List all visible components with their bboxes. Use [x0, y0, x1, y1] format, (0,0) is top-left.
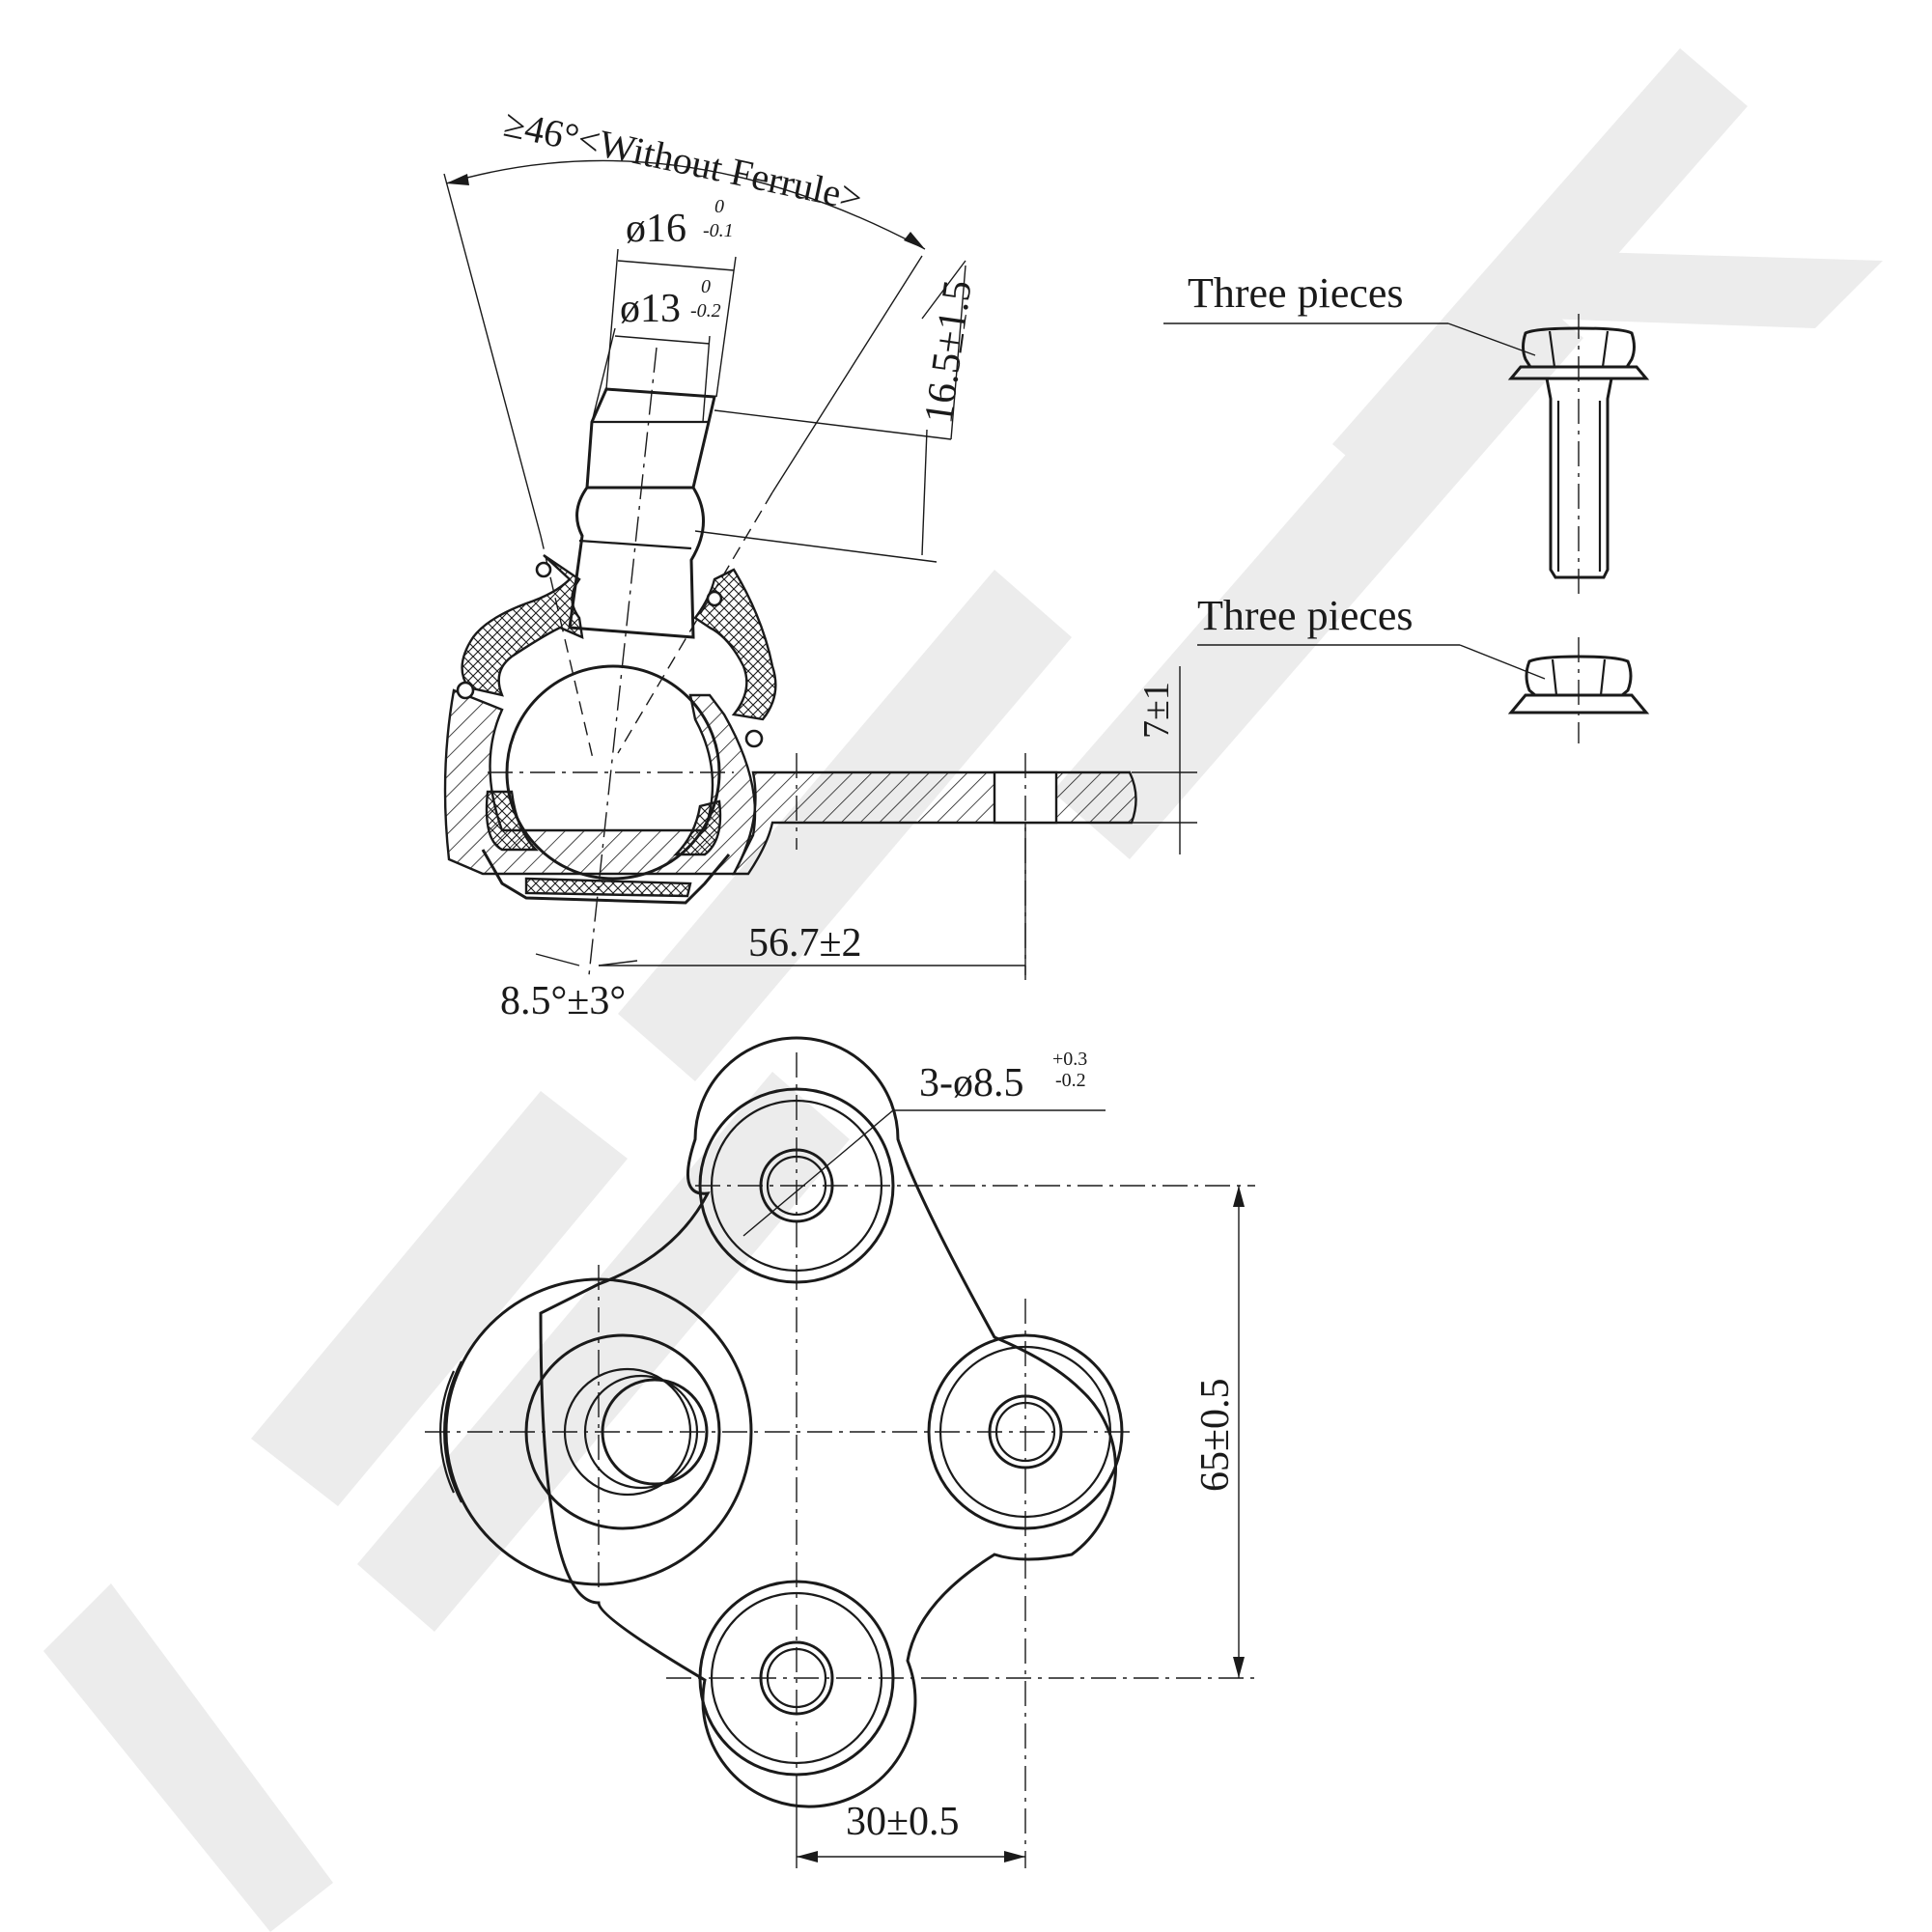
dia13-value: ø13 [620, 287, 681, 331]
vertical-arrow-bottom [1233, 1657, 1245, 1678]
dia13-label: ø13 [620, 287, 681, 331]
watermark-logo [43, 48, 1883, 1932]
hole-tol-lower: -0.2 [1055, 1070, 1086, 1091]
bearing-seat [485, 790, 539, 852]
watermark-stroke-1 [251, 1091, 628, 1506]
watermark-stroke-2 [357, 1072, 850, 1632]
dia13-ext-right [702, 335, 711, 423]
bottom-cap [481, 849, 731, 905]
nut-body [1525, 655, 1633, 697]
dia16-label: ø16 [626, 207, 686, 251]
hole-tol-upper: +0.3 [1052, 1049, 1087, 1070]
dia16-ext-right [715, 256, 737, 398]
stud-length-dim-line [921, 429, 928, 556]
horizontal-arrow-right [1004, 1851, 1025, 1862]
bottom-cap-inner [524, 877, 692, 898]
dia16-ext-left [605, 248, 619, 390]
bolt-head [1522, 326, 1636, 369]
bolt-part: Three pieces [1163, 269, 1650, 594]
dia16-tol-lower: -0.1 [703, 220, 734, 241]
watermark-stroke-3 [618, 570, 1072, 1081]
vertical-spacing-label: 65±0.5 [1193, 1378, 1238, 1492]
dust-boot [461, 554, 584, 697]
stud-length-label: 16.5±1.5 [916, 277, 980, 426]
bolt-shank [1545, 377, 1613, 579]
dust-boot-right [693, 568, 777, 721]
cone-axis-left [540, 535, 595, 764]
stud-length-ext-bottom [694, 530, 938, 563]
nut-part: Three pieces [1197, 592, 1650, 743]
stud-neck-line [578, 539, 692, 550]
bolt-leader [1447, 322, 1536, 356]
dia13-tol-upper: 0 [701, 276, 711, 297]
cone-angle-arrow-right [904, 232, 925, 249]
cone-angle-label: ≥46°<Without Ferrule> [500, 101, 866, 220]
stud-length-ext-top [714, 409, 952, 440]
horizontal-spacing-label: 30±0.5 [846, 1800, 960, 1844]
dia13-ext-left [591, 327, 616, 423]
nut-facet-1 [1551, 658, 1558, 696]
hole-leader [742, 1109, 894, 1237]
vertical-arrow-top [1233, 1186, 1245, 1207]
stud-length-witness [921, 260, 966, 320]
cone-angle-arrow-left [446, 174, 469, 185]
dia16-dim-line [617, 260, 735, 271]
cone-extension-right [771, 255, 923, 493]
tilt-angle-right [598, 960, 638, 966]
cone-extension-left [443, 173, 542, 537]
flange-outline [539, 1036, 1117, 1808]
hole-spec-label: 3-ø8.5 [919, 1061, 1024, 1106]
flange-thickness-label: 7±1 [1136, 682, 1177, 739]
nut-facet-2 [1599, 658, 1607, 696]
tilt-angle-label: 8.5°±3° [500, 979, 626, 1023]
stud-neck [568, 487, 705, 639]
dia16-value: ø16 [626, 207, 686, 251]
clip-right [744, 729, 764, 748]
tilt-angle-left [535, 953, 580, 966]
nut-flange [1507, 693, 1650, 714]
watermark-arrow [43, 1583, 333, 1932]
nut-leader [1459, 644, 1546, 680]
cone-angle-arc [445, 159, 926, 250]
stud-length-witness-2 [950, 265, 966, 440]
cone-axis-right [617, 491, 773, 754]
watermark-stroke-6 [1545, 251, 1883, 328]
dia13-dim-line [614, 335, 711, 345]
watermark-stroke-5 [1332, 48, 1748, 502]
dia13-tol-lower: -0.2 [690, 300, 721, 322]
bolt-label: Three pieces [1188, 269, 1404, 317]
bolt-head-facet-1 [1548, 330, 1556, 368]
dia16-tol-upper: 0 [714, 196, 724, 217]
nut-label: Three pieces [1197, 592, 1414, 639]
clip-left [456, 681, 475, 700]
boot-ring-right [706, 590, 723, 607]
bolt-flange [1507, 365, 1650, 380]
bolt-head-facet-2 [1601, 330, 1610, 368]
bearing-seat-right [673, 799, 722, 856]
top-view: 3-ø8.5 +0.3 -0.2 65±0.5 30±0.5 [425, 1036, 1255, 1868]
boot-ring-left [535, 561, 552, 578]
horizontal-arrow-left [797, 1851, 818, 1862]
offset-length-label: 56.7±2 [748, 921, 862, 966]
